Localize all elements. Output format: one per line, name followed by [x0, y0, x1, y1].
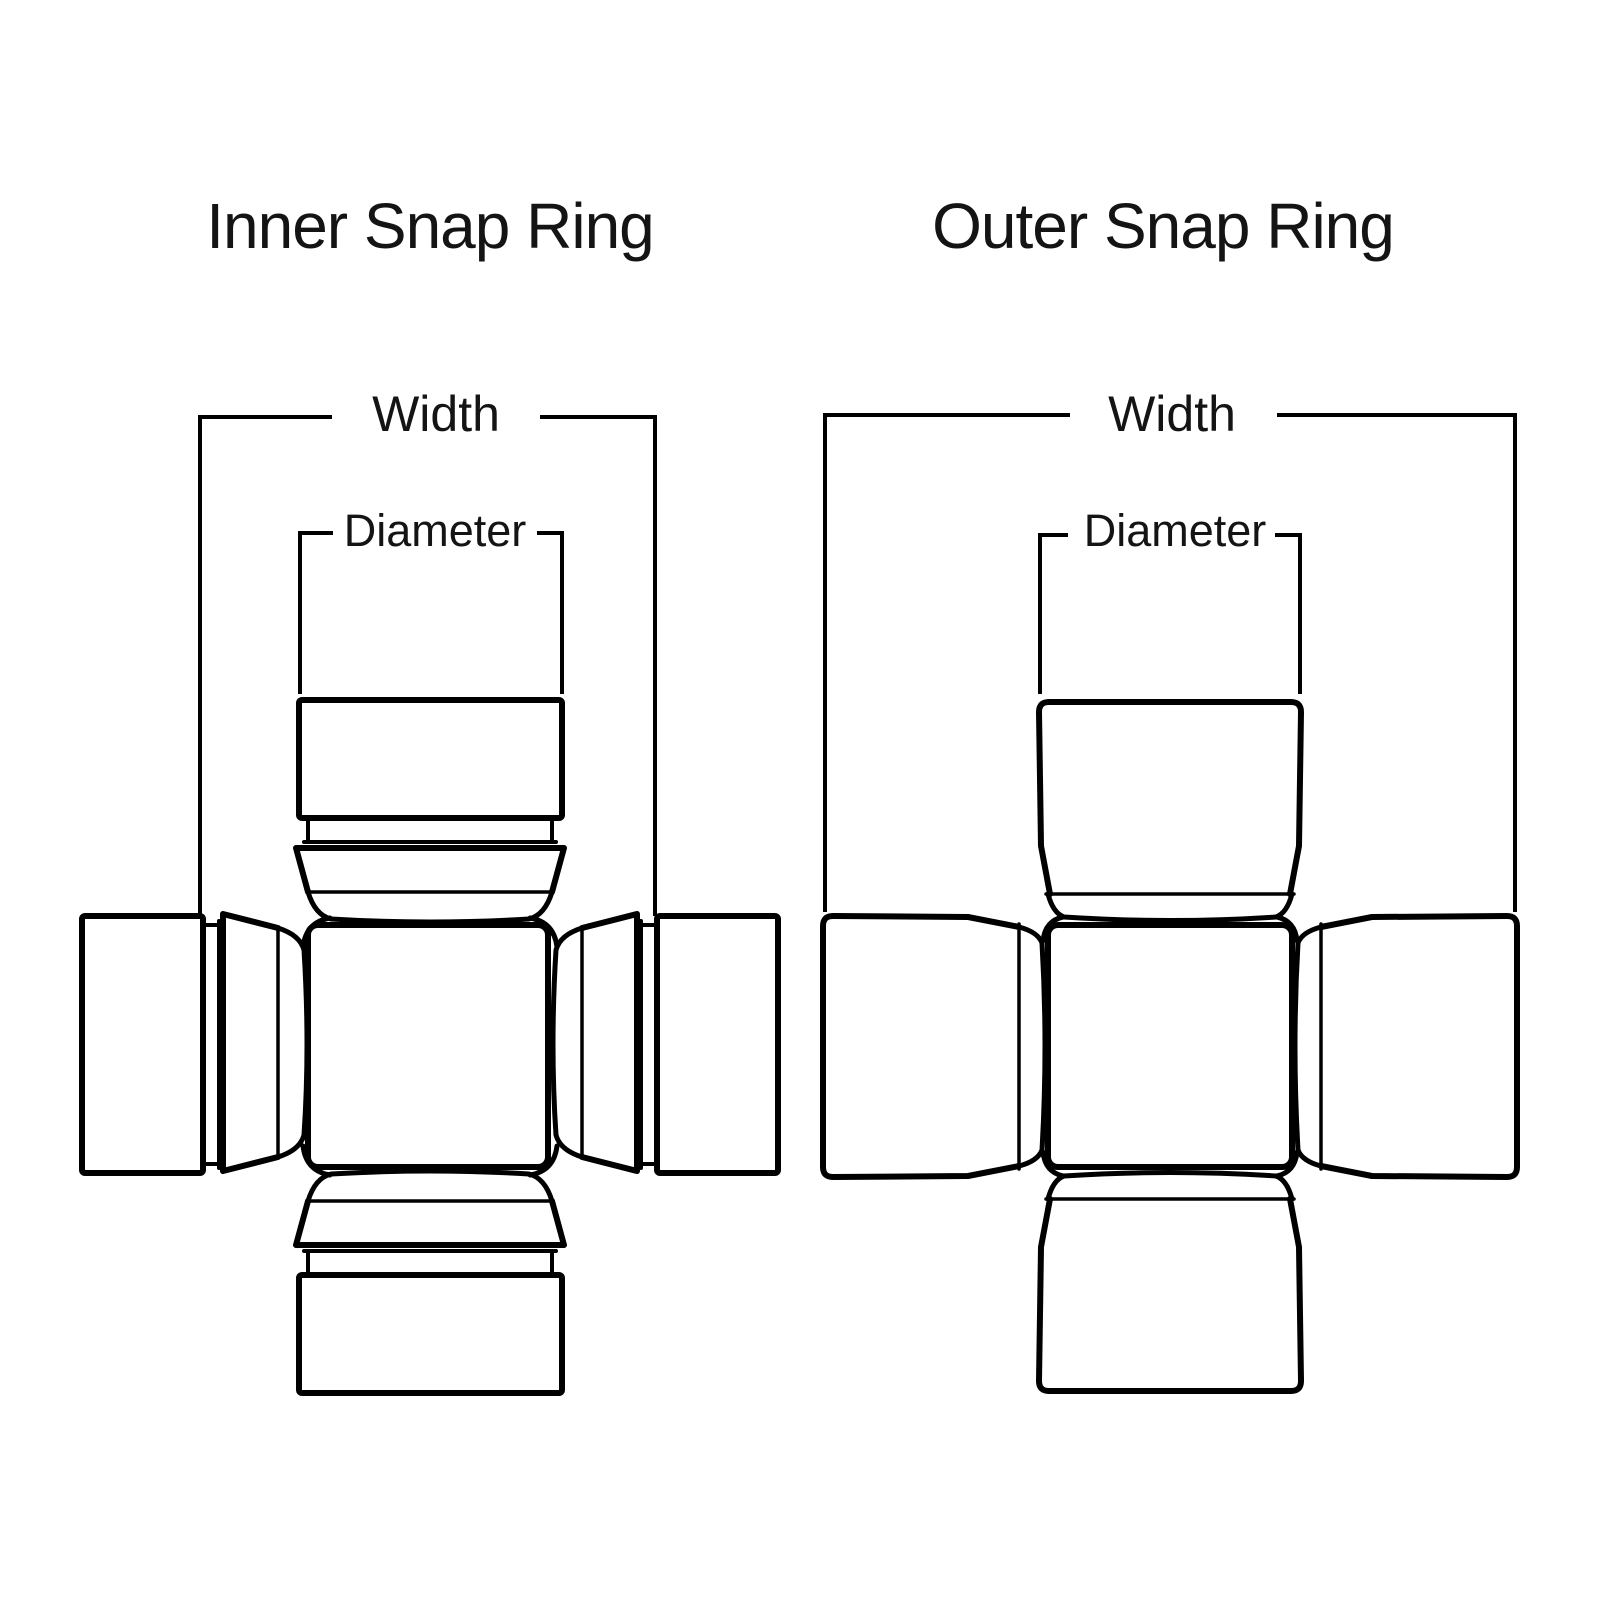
outer-diameter-dimension-line [1038, 533, 1302, 694]
outer-right-bearing-cap [1292, 913, 1520, 1180]
inner-center-body [305, 922, 551, 1170]
inner-left-snap-ring [220, 911, 310, 1174]
outer-center-body [1045, 922, 1295, 1170]
inner-width-dimension-line [198, 415, 657, 916]
outer-figure-title: Outer Snap Ring [932, 190, 1394, 262]
outer-top-bearing-cap [1036, 699, 1304, 923]
inner-diameter-dimension-line [298, 531, 564, 694]
inner-right-bearing-cap [654, 913, 781, 1176]
inner-right-snap-ring [550, 911, 640, 1174]
inner-top-snap-ring [293, 845, 567, 925]
outer-bottom-bearing-cap [1036, 1170, 1304, 1394]
inner-corner-fillets [300, 915, 560, 1178]
outer-width-dimension-line [823, 413, 1517, 912]
outer-corner-fillets [1040, 914, 1300, 1179]
outer-snap-ring-figure: Outer Snap Ring Width Diameter [820, 190, 1520, 1394]
outer-width-label: Width [1108, 386, 1236, 442]
inner-top-groove [302, 816, 558, 844]
inner-top-bearing-cap [296, 697, 565, 821]
inner-figure-title: Inner Snap Ring [206, 190, 654, 262]
inner-snap-ring-figure: Inner Snap Ring Width Diameter [79, 190, 781, 1396]
inner-left-groove [201, 919, 221, 1170]
inner-bottom-bearing-cap [296, 1272, 565, 1396]
outer-diameter-label: Diameter [1084, 505, 1267, 556]
inner-diameter-label: Diameter [344, 505, 527, 556]
inner-left-bearing-cap [79, 913, 206, 1176]
inner-right-groove [639, 919, 659, 1170]
inner-bottom-snap-ring [293, 1168, 567, 1248]
inner-width-label: Width [372, 386, 500, 442]
outer-left-bearing-cap [820, 913, 1048, 1180]
inner-bottom-groove [302, 1249, 558, 1277]
